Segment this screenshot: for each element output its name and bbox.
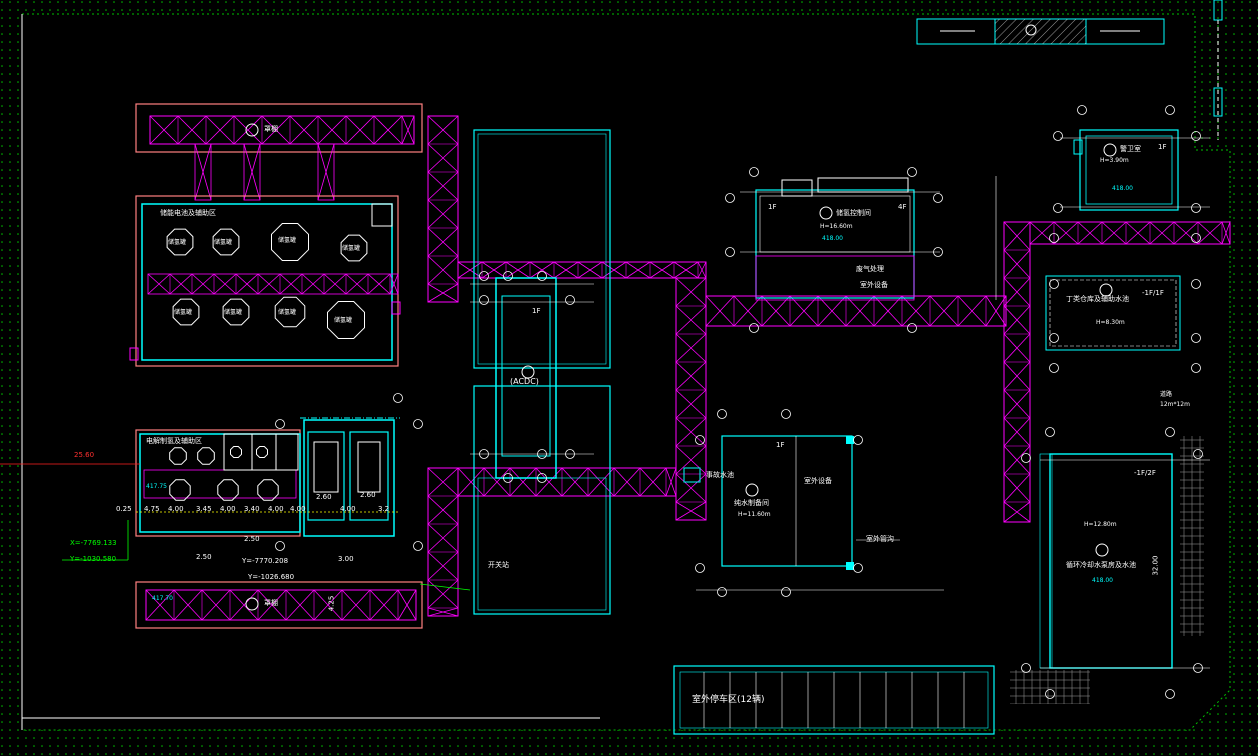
acdc-floor: 1F bbox=[532, 307, 541, 315]
parking-area[interactable] bbox=[673, 665, 995, 735]
electrolysis-area[interactable] bbox=[135, 417, 400, 537]
water-treatment-label: 纯水制备间 bbox=[734, 499, 769, 507]
acdc-label: (ACDC) bbox=[510, 377, 539, 386]
fire-pump-building[interactable] bbox=[1045, 275, 1181, 351]
dimension-value: 4.00 bbox=[340, 505, 356, 513]
dim-260b: 2.60 bbox=[360, 491, 376, 499]
tank-label: 储氢罐 bbox=[174, 309, 193, 316]
compressor-floor-right: 4F bbox=[898, 203, 907, 211]
outdoor-equipment-label-2: 室外设备 bbox=[804, 477, 832, 485]
canopy-size-label: 12m*12m bbox=[1160, 401, 1190, 408]
dimension-lines bbox=[0, 137, 1210, 669]
coord-x: X=-7769.133 bbox=[70, 539, 117, 547]
water-tank-label: 循环冷却水泵房及水池 bbox=[1066, 561, 1136, 569]
tank-label: 储氢罐 bbox=[334, 317, 353, 324]
smoke-room-label: 废气处理 bbox=[856, 265, 884, 273]
storage-columns bbox=[194, 143, 335, 201]
water-treatment-height: H=11.60m bbox=[738, 511, 771, 518]
electrolysis-area-label: 电解制氢及辅助区 bbox=[146, 437, 202, 445]
dimension-value: 4.00 bbox=[290, 505, 306, 513]
canopy-top[interactable] bbox=[135, 103, 423, 153]
axis-bubbles bbox=[275, 105, 1203, 699]
coord-y: Y=-1030.580 bbox=[70, 555, 117, 563]
fire-pump-height: H=8.30m bbox=[1096, 319, 1125, 326]
road-label: 道路 bbox=[1160, 391, 1173, 398]
canopy-top-label: 罩棚 bbox=[264, 125, 278, 133]
fire-pump-label: 丁类仓库及辅助水池 bbox=[1066, 295, 1129, 303]
canopy-bottom-label: 罩棚 bbox=[264, 599, 278, 607]
water-treatment-building[interactable] bbox=[683, 435, 854, 570]
tank-label: 储氢罐 bbox=[214, 239, 233, 246]
water-tank-floor: -1F/2F bbox=[1134, 469, 1156, 477]
compressor-room-label: 储氢控制间 bbox=[836, 209, 871, 217]
elevation-1: 417.75 bbox=[146, 483, 167, 490]
compressor-elevation: 418.00 bbox=[822, 235, 843, 242]
water-tank-building[interactable] bbox=[1010, 436, 1204, 704]
guard-floor: 1F bbox=[1158, 143, 1167, 151]
coord-y3: Y=-1026.680 bbox=[248, 573, 295, 581]
dimension-value: 4.00 bbox=[168, 505, 184, 513]
dimension-value: 3.40 bbox=[244, 505, 260, 513]
guard-height: H=3.90m bbox=[1100, 157, 1129, 164]
dimension-value: 4.00 bbox=[268, 505, 284, 513]
dim-025: 0.25 bbox=[116, 505, 132, 513]
canopy-bottom[interactable] bbox=[135, 581, 423, 629]
compressor-height: H=16.60m bbox=[820, 223, 853, 230]
water-treatment-floor: 1F bbox=[776, 441, 785, 449]
guard-room-label: 警卫室 bbox=[1120, 145, 1141, 153]
elevation-2: 417.70 bbox=[152, 595, 173, 602]
storage-area[interactable] bbox=[129, 195, 401, 367]
parking-label: 室外停车区(12辆) bbox=[692, 695, 765, 705]
water-outlet-label: 事故水池 bbox=[706, 471, 734, 479]
outdoor-equipment-label: 室外设备 bbox=[860, 281, 888, 289]
guard-elevation: 418.00 bbox=[1112, 185, 1133, 192]
dimension-value: 4.75 bbox=[144, 505, 160, 513]
compressor-floor-left: 1F bbox=[768, 203, 777, 211]
tank-label: 储氢罐 bbox=[278, 309, 297, 316]
title-legend-box bbox=[916, 0, 1223, 140]
fire-pump-floor: -1F/1F bbox=[1142, 289, 1164, 297]
dim-300: 3.00 bbox=[338, 555, 354, 563]
dim-250b: 2.50 bbox=[244, 535, 260, 543]
acdc-building[interactable] bbox=[470, 129, 611, 615]
tank-label: 储氢罐 bbox=[342, 245, 361, 252]
water-tank-elevation: 418.00 bbox=[1092, 577, 1113, 584]
dimension-value: 4.00 bbox=[220, 505, 236, 513]
dimension-value: 3.2 bbox=[378, 505, 390, 513]
dim-425: 4.25 bbox=[327, 595, 336, 612]
water-tank-length: 32.00 bbox=[1151, 555, 1160, 576]
tank-label: 储氢罐 bbox=[224, 309, 243, 316]
tank-label: 储氢罐 bbox=[278, 237, 297, 244]
dim-left: 25.60 bbox=[74, 451, 95, 459]
storage-area-label: 储能电池及辅助区 bbox=[160, 209, 216, 217]
coord-y2: Y=-7770.208 bbox=[242, 557, 289, 565]
guard-building[interactable] bbox=[1073, 129, 1179, 211]
pipe-racks bbox=[427, 115, 1231, 617]
acdc-south-label: 开关站 bbox=[488, 561, 509, 569]
dimension-value: 3.45 bbox=[196, 505, 212, 513]
dim-250a: 2.50 bbox=[196, 553, 212, 561]
dim-260a: 2.60 bbox=[316, 493, 332, 501]
tank-label: 储氢罐 bbox=[168, 239, 187, 246]
water-tank-height: H=12.80m bbox=[1084, 521, 1117, 528]
outdoor-pipe-label: 室外管沟 bbox=[866, 535, 894, 543]
